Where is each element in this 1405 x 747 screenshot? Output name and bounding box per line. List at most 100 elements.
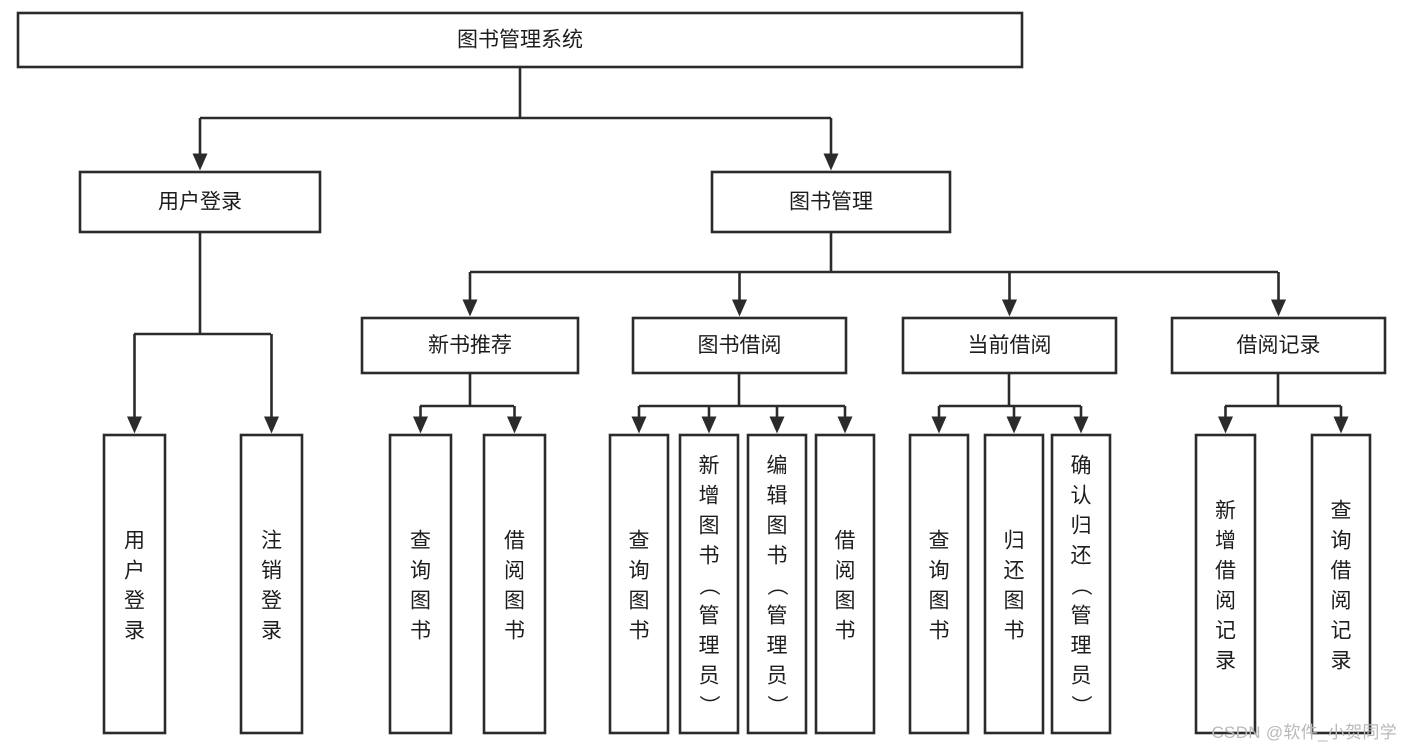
node-box-l3_record[interactable] (1170, 316, 1387, 375)
node-label-char-l4_c2: 新 (699, 454, 720, 477)
csdn-watermark: CSDN @软件_小贺同学 (1211, 723, 1397, 742)
node-label-char-l4_c2: ） (697, 695, 720, 716)
node-box-l4_a2[interactable] (239, 433, 304, 735)
node-label-char-l4_e2: 询 (1331, 529, 1352, 552)
node-label-char-l4_e2: 阅 (1331, 589, 1352, 612)
node-box-l4_c4[interactable] (814, 433, 876, 735)
node-label-char-l4_d3: 认 (1071, 484, 1092, 507)
node-label-char-l4_c4: 借 (835, 529, 856, 552)
node-label-char-l4_a2: 登 (261, 589, 282, 612)
arrow-down-icon-l4_d3 (1073, 416, 1089, 434)
node-label-char-l4_d3: （ (1069, 575, 1092, 596)
arrow-down-icon-l4_c2 (701, 416, 717, 434)
node-box-l3_new[interactable] (360, 316, 580, 375)
node-label-char-l4_c4: 图 (835, 589, 856, 612)
node-box-l4_c1[interactable] (608, 433, 670, 735)
edges-layer (127, 67, 1349, 434)
node-l2_user[interactable]: 用户登录 (78, 170, 322, 234)
node-label-char-l4_d1: 图 (929, 589, 950, 612)
node-label-char-l4_d1: 书 (929, 619, 950, 642)
node-l3_new[interactable]: 新书推荐 (360, 316, 580, 375)
node-label-char-l4_d3: ） (1069, 695, 1092, 716)
node-label-char-l4_a2: 销 (261, 559, 282, 582)
node-box-l3_borrow[interactable] (631, 316, 848, 375)
node-box-l4_d2[interactable] (983, 433, 1045, 735)
node-label-char-l4_e1: 阅 (1215, 589, 1236, 612)
node-label-char-l4_c3: ） (765, 695, 788, 716)
node-l3_record[interactable]: 借阅记录 (1170, 316, 1387, 375)
node-label-char-l4_c2: 增 (699, 484, 720, 507)
node-box-l4_c3[interactable] (746, 433, 808, 735)
node-label-char-l4_c2: 书 (699, 544, 720, 567)
node-label-char-l4_c3: 辑 (767, 484, 788, 507)
node-l2_book[interactable]: 图书管理 (710, 170, 952, 234)
node-label-char-l4_c1: 图 (629, 589, 650, 612)
node-label-char-l4_d2: 书 (1004, 619, 1025, 642)
node-label-char-l4_a1: 用 (124, 529, 145, 552)
node-root[interactable]: 图书管理系统 (16, 11, 1024, 69)
node-label-char-l4_b2: 借 (504, 529, 525, 552)
arrow-down-icon-l3_borrow (732, 299, 747, 317)
node-label-char-l4_a2: 录 (261, 619, 282, 642)
arrow-down-icon-l4_b1 (413, 416, 428, 434)
node-l3_borrow[interactable]: 图书借阅 (631, 316, 848, 375)
node-label-char-l4_c1: 查 (629, 529, 650, 552)
node-label-char-l4_b1: 图 (410, 589, 431, 612)
node-label-char-l4_c3: 理 (767, 634, 788, 657)
node-box-l4_d1[interactable] (908, 433, 970, 735)
nodes-layer: 图书管理系统用户登录图书管理新书推荐图书借阅当前借阅借阅记录用户登录注销登录查询… (16, 11, 1387, 735)
node-label-char-l4_c1: 询 (629, 559, 650, 582)
arrow-down-icon-l4_c1 (631, 416, 647, 434)
arrow-down-icon-l4_c3 (769, 416, 785, 434)
node-label-char-l4_d3: 还 (1071, 544, 1092, 567)
arrow-down-icon-l4_b2 (507, 416, 522, 434)
node-label-char-l4_b1: 询 (410, 559, 431, 582)
node-label-char-l4_e1: 新 (1215, 499, 1236, 522)
node-box-l3_current[interactable] (901, 316, 1118, 375)
arrow-down-icon-l4_a2 (264, 416, 279, 434)
node-box-l4_e2[interactable] (1310, 433, 1372, 735)
node-label-l3_new: 新书推荐 (428, 334, 512, 357)
node-box-l4_d3[interactable] (1050, 433, 1112, 735)
arrow-down-icon-l4_e1 (1218, 416, 1233, 434)
node-box-l4_a1[interactable] (102, 433, 167, 735)
node-label-char-l4_b1: 书 (410, 619, 431, 642)
node-label-char-l4_c2: 管 (699, 604, 720, 627)
node-label-char-l4_e2: 记 (1331, 619, 1352, 642)
node-box-root[interactable] (16, 11, 1024, 69)
node-box-l2_book[interactable] (710, 170, 952, 234)
node-box-l4_b2[interactable] (482, 433, 547, 735)
node-box-l2_user[interactable] (78, 170, 322, 234)
node-label-root: 图书管理系统 (457, 29, 583, 52)
node-l3_current[interactable]: 当前借阅 (901, 316, 1118, 375)
node-label-l3_current: 当前借阅 (968, 334, 1052, 357)
node-label-char-l4_e2: 查 (1331, 499, 1352, 522)
node-box-l4_b1[interactable] (388, 433, 453, 735)
node-label-l3_record: 借阅记录 (1237, 334, 1321, 357)
node-label-char-l4_c3: 管 (767, 604, 788, 627)
node-label-l3_borrow: 图书借阅 (698, 334, 782, 357)
node-label-char-l4_e1: 增 (1215, 529, 1236, 552)
node-label-char-l4_c1: 书 (629, 619, 650, 642)
node-box-l4_e1[interactable] (1194, 433, 1257, 735)
node-label-l2_user: 用户登录 (158, 191, 242, 214)
node-label-char-l4_d2: 归 (1004, 529, 1025, 552)
node-l4_a1[interactable]: 用户登录 (102, 433, 167, 735)
node-box-l4_c2[interactable] (678, 433, 740, 735)
node-label-char-l4_c2: 图 (699, 514, 720, 537)
node-label-char-l4_a1: 录 (124, 619, 145, 642)
node-label-char-l4_e2: 借 (1331, 559, 1352, 582)
